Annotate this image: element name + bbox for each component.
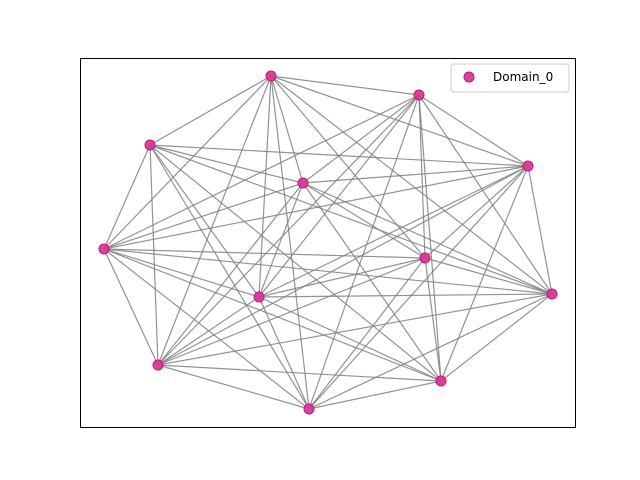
edge (258, 293, 553, 298)
edge (308, 94, 420, 410)
edge (302, 182, 553, 295)
edge (424, 257, 442, 382)
edge (440, 165, 529, 382)
edge (157, 75, 272, 366)
edge (418, 94, 529, 167)
edge (258, 257, 426, 298)
edge (157, 364, 310, 410)
edge (157, 293, 553, 366)
edge (308, 380, 442, 410)
edge (149, 144, 260, 298)
graph-node (435, 375, 447, 387)
graph-node (98, 243, 110, 255)
graph-node (297, 177, 309, 189)
edge (270, 75, 426, 259)
edge (157, 182, 304, 366)
legend-marker (463, 71, 475, 83)
graph-node (546, 288, 558, 300)
graph-node (522, 160, 534, 172)
edge (270, 75, 304, 184)
edge (103, 248, 442, 382)
edge (527, 165, 553, 295)
edge (258, 296, 442, 382)
graph-node (303, 403, 315, 415)
edge (440, 293, 553, 382)
edge (157, 364, 442, 382)
edge (258, 182, 304, 298)
edge (103, 248, 310, 410)
edge (103, 75, 272, 250)
edge (418, 94, 553, 295)
edge (149, 144, 442, 382)
edge (103, 248, 260, 298)
edge (308, 165, 529, 410)
graph-node (152, 359, 164, 371)
edge-layer (103, 75, 553, 410)
edge (103, 165, 529, 250)
edge (308, 293, 553, 410)
edge (424, 257, 553, 295)
edge (258, 296, 310, 410)
edge (270, 75, 553, 295)
edge (157, 165, 529, 366)
edge (270, 75, 310, 410)
edge (103, 248, 553, 295)
edge (302, 165, 529, 184)
legend-box (450, 63, 570, 93)
graph-node (265, 70, 277, 82)
edge (418, 94, 442, 382)
edge (258, 165, 529, 298)
graph-node (253, 291, 265, 303)
legend-label: Domain_0 (493, 70, 553, 84)
graph-node (144, 139, 156, 151)
edge (149, 144, 159, 366)
graph-node (413, 89, 425, 101)
edge (149, 144, 553, 295)
edge (302, 182, 442, 382)
legend: Domain_0 (450, 63, 570, 93)
edge (149, 75, 272, 146)
edge (302, 182, 426, 259)
edge (103, 248, 159, 366)
edge (418, 94, 426, 259)
edge (270, 75, 420, 96)
edge (103, 248, 426, 259)
graph-node (419, 252, 431, 264)
edge (258, 94, 420, 298)
edge (103, 94, 420, 250)
edge (270, 75, 529, 167)
edge (103, 144, 151, 250)
node-layer (98, 70, 558, 415)
edge (302, 94, 420, 184)
edge (149, 144, 310, 410)
edge (424, 165, 529, 259)
plot-frame (80, 58, 576, 428)
edge (149, 144, 304, 184)
edge (103, 182, 304, 250)
edge (308, 257, 426, 410)
edge (149, 144, 529, 167)
edge (258, 75, 272, 298)
